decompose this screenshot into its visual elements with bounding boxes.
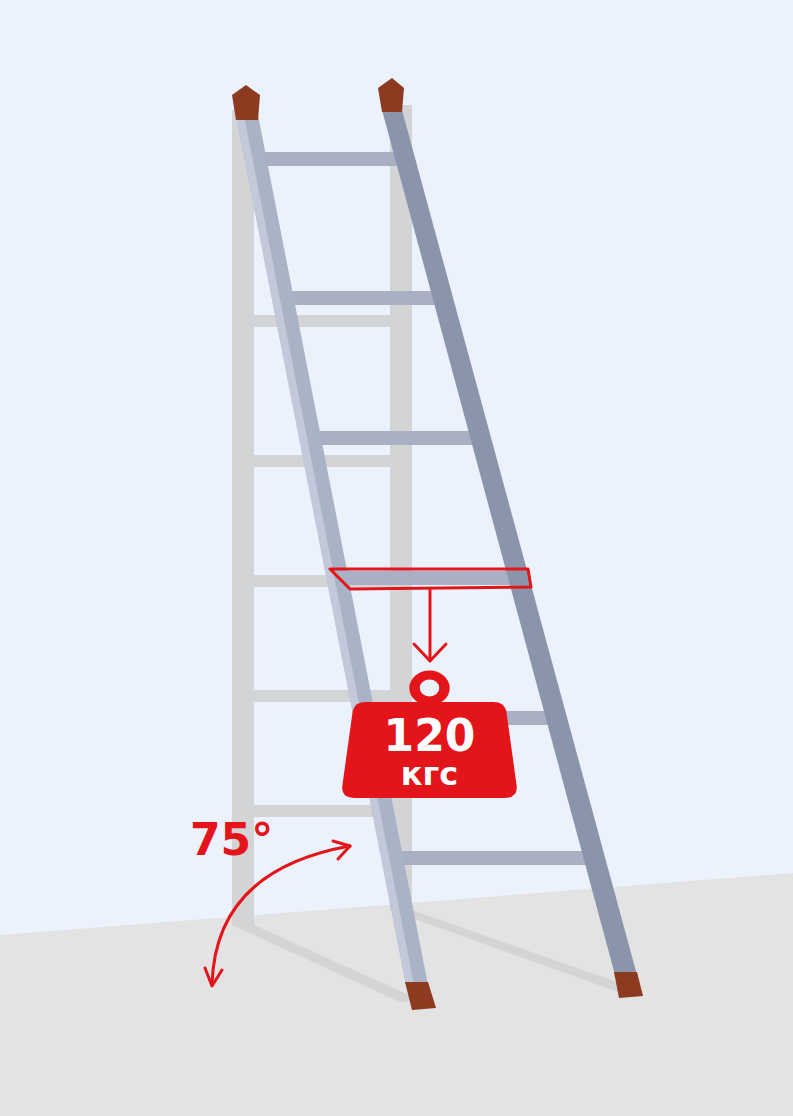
weight-value: 120 [384,714,476,758]
angle-label: 75° [190,818,273,862]
highlighted-rung [330,569,531,589]
ladder-shadow [232,105,640,1002]
weight-icon: 120кгс [340,668,519,800]
load-arrow [414,590,446,661]
rail-caps [232,78,643,1010]
weight-unit: кгс [401,758,458,790]
right-rail [382,110,637,975]
angle-arc [205,841,350,986]
